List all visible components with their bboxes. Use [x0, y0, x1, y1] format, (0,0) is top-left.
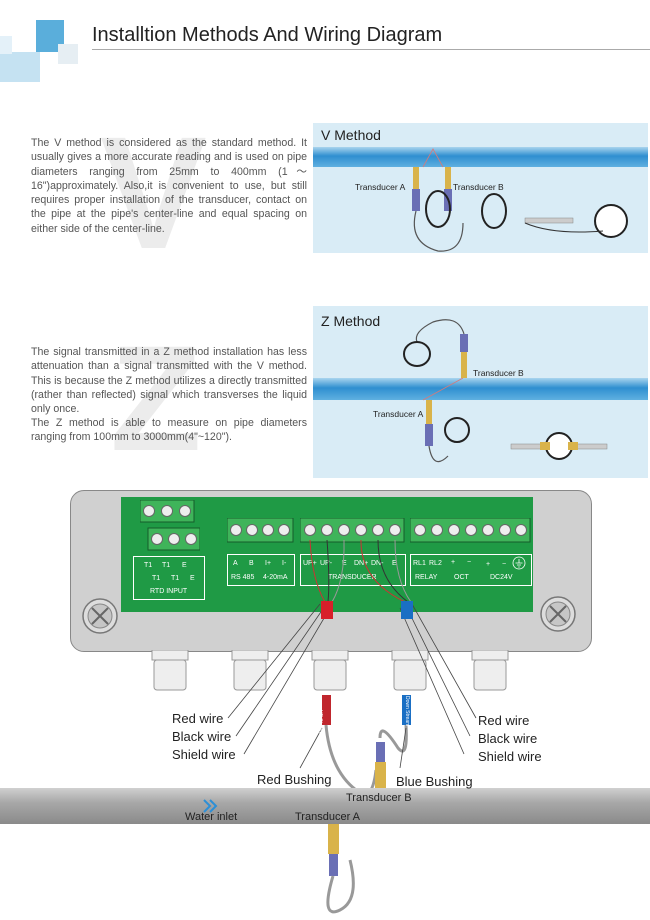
right-mounting-screw — [540, 596, 576, 632]
v-method-illustration — [313, 147, 648, 252]
rs485-current-label-box — [227, 554, 295, 586]
water-inlet-label: Water inlet — [185, 811, 238, 823]
z-method-description-1: The signal transmitted in a Z method ins… — [31, 346, 307, 416]
v-transducer-a-label: Transducer A — [355, 182, 406, 192]
term-dn-minus: DN- — [371, 560, 384, 567]
page-title: Installtion Methods And Wiring Diagram — [92, 24, 443, 46]
rs485-current-terminals — [227, 518, 294, 543]
cable-glands — [151, 650, 509, 691]
rtd-t1-d: T1 — [171, 575, 180, 582]
oct-minus: − — [467, 559, 472, 566]
relay-oct-dc-label-box — [410, 554, 532, 586]
left-shield-wire-label: Shield wire — [172, 747, 236, 762]
rtd-t1-c: T1 — [152, 575, 161, 582]
dc-plus: + — [486, 561, 491, 568]
relay-label: RELAY — [415, 574, 438, 581]
z-method-panel: Z Method Transducer B Transducer A — [313, 306, 648, 478]
left-red-wire-label: Red wire — [172, 711, 224, 726]
red-cable-tag: UP Stream — [317, 710, 323, 735]
ground-icon — [512, 556, 526, 570]
relay-oct-dc-terminals — [410, 518, 531, 543]
current-label: 4-20mA — [263, 574, 288, 581]
rtd-label-box — [133, 556, 205, 600]
rtd-t1-b: T1 — [162, 562, 171, 569]
term-up-plus: UP+ — [303, 560, 317, 567]
relay-rl1: RL1 — [413, 560, 426, 567]
z-transducer-b-label: Transducer B — [473, 368, 524, 378]
transducer-label: TRANSDUCER — [328, 574, 377, 581]
rtd-input-label: RTD INPUT — [150, 588, 188, 595]
current-iminus: I- — [282, 560, 287, 567]
wiring-transducer-a-label: Transducer A — [295, 811, 361, 823]
wiring-illustration — [0, 539, 650, 914]
dc24v-label: DC24V — [490, 574, 513, 581]
dc-minus: − — [502, 561, 507, 568]
rtd-e2: E — [190, 575, 195, 582]
v-watermark: V — [100, 103, 207, 282]
rs485-label: RS 485 — [231, 574, 255, 581]
oct-plus: + — [451, 559, 456, 566]
title-underline — [92, 49, 650, 50]
relay-rl2: RL2 — [429, 560, 442, 567]
right-black-wire-label: Black wire — [478, 731, 538, 746]
current-iplus: I+ — [265, 560, 272, 567]
v-transducer-b-label: Transducer B — [453, 182, 504, 192]
z-method-illustration — [313, 319, 648, 463]
z-watermark: Z — [110, 314, 202, 482]
rtd-t1-a: T1 — [144, 562, 153, 569]
left-mounting-screw — [82, 598, 118, 634]
term-up-minus: UP- — [320, 560, 333, 567]
red-bushing-label: Red Bushing — [257, 772, 332, 787]
z-method-description-2: The Z method is able to measure on pipe … — [31, 417, 307, 444]
term-dn-plus: DN+ — [354, 560, 369, 567]
v-method-panel: V Method Transducer A Transducer B — [313, 123, 648, 253]
rtd-e: E — [182, 562, 187, 569]
transducer-label-box — [300, 554, 406, 586]
rtd-terminal-block — [140, 500, 200, 551]
rs485-a: A — [233, 560, 238, 567]
v-method-description: The V method is considered as the standa… — [31, 137, 307, 235]
right-red-wire-label: Red wire — [478, 713, 530, 728]
transducer-terminals — [300, 518, 405, 543]
oct-label: OCT — [454, 574, 469, 581]
z-method-title: Z Method — [321, 313, 381, 329]
v-method-title: V Method — [321, 127, 381, 143]
rs485-b: B — [249, 560, 254, 567]
blue-cable-tag: Down Stream — [404, 696, 410, 727]
wiring-transducer-b-label: Transducer B — [346, 792, 412, 804]
left-black-wire-label: Black wire — [172, 729, 232, 744]
term-e2: E — [392, 560, 397, 567]
blue-bushing-label: Blue Bushing — [396, 774, 473, 789]
z-transducer-a-label: Transducer A — [373, 409, 424, 419]
right-shield-wire-label: Shield wire — [478, 749, 542, 764]
term-e1: E — [342, 560, 347, 567]
header-decoration — [0, 0, 92, 90]
